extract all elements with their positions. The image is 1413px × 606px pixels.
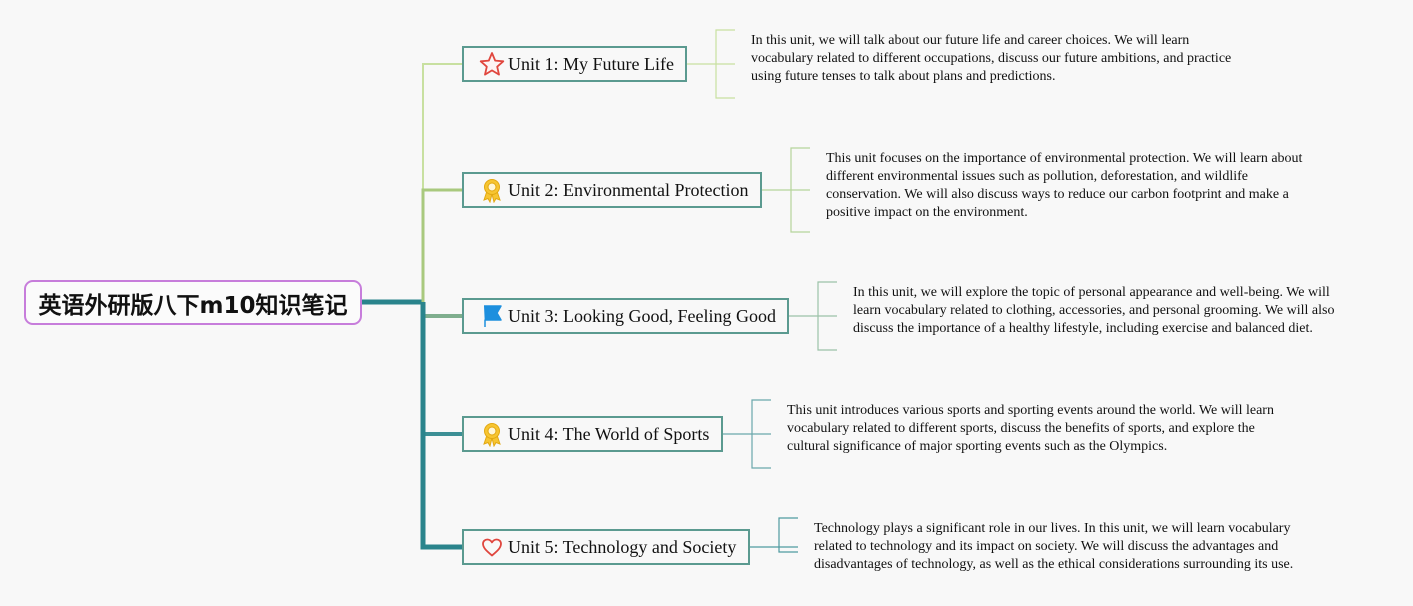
- topic-label: Unit 1: My Future Life: [508, 53, 674, 74]
- branch-line-4: [421, 302, 462, 436]
- topic-label: Unit 2: Environmental Protection: [508, 179, 749, 200]
- topic-unit-4[interactable]: Unit 4: The World of Sports: [462, 416, 723, 452]
- note-unit-3: In this unit, we will explore the topic …: [853, 285, 1335, 336]
- branch-line-3: [421, 302, 462, 318]
- note-bracket-3: [788, 281, 837, 351]
- award-ribbon-icon: [478, 177, 506, 203]
- note-bracket-1: [686, 29, 735, 99]
- star-icon: [478, 51, 506, 77]
- topic-label: Unit 3: Looking Good, Feeling Good: [508, 305, 776, 326]
- heart-icon: [478, 534, 506, 560]
- branch-line-5: [420, 302, 462, 550]
- note-bracket-4: [722, 399, 771, 469]
- note-bracket-5: [749, 517, 798, 553]
- note-unit-2: This unit focuses on the importance of e…: [826, 151, 1303, 220]
- root-topic[interactable]: 英语外研版八下m10知识笔记: [24, 280, 362, 325]
- flag-icon: [478, 303, 506, 329]
- award-ribbon-icon: [478, 421, 506, 447]
- branch-line-1: [422, 63, 462, 302]
- note-bracket-2: [761, 147, 810, 233]
- note-unit-5: Technology plays a significant role in o…: [814, 521, 1294, 572]
- topic-label: Unit 4: The World of Sports: [508, 423, 710, 444]
- note-unit-1: In this unit, we will talk about our fut…: [751, 33, 1232, 84]
- topic-unit-2[interactable]: Unit 2: Environmental Protection: [462, 172, 762, 208]
- note-unit-4: This unit introduces various sports and …: [787, 403, 1274, 454]
- topic-label: Unit 5: Technology and Society: [508, 536, 737, 557]
- topic-unit-5[interactable]: Unit 5: Technology and Society: [462, 529, 750, 565]
- branch-line-2: [421, 188, 462, 302]
- topic-unit-1[interactable]: Unit 1: My Future Life: [462, 46, 687, 82]
- topic-unit-3[interactable]: Unit 3: Looking Good, Feeling Good: [462, 298, 789, 334]
